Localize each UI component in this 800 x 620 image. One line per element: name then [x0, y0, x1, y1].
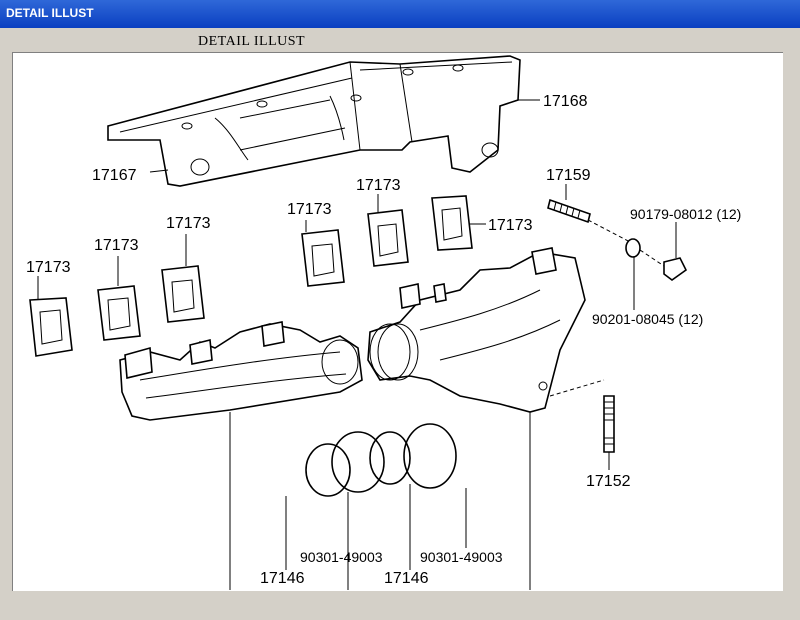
- gasket-2: [97, 285, 141, 341]
- label-17146-a: 17146: [260, 570, 305, 587]
- gasket-5: [367, 209, 409, 267]
- window-title: DETAIL ILLUST: [6, 6, 94, 20]
- label-90201: 90201-08045 (12): [592, 311, 703, 327]
- label-17173-b: 17173: [94, 237, 139, 254]
- heat-insulator: [107, 55, 521, 187]
- stud-17152: [603, 395, 615, 453]
- label-17173-a: 17173: [26, 259, 71, 276]
- diagram-caption: DETAIL ILLUST: [198, 34, 306, 49]
- nut-90179: [663, 257, 688, 281]
- gasket-1: [29, 297, 73, 357]
- label-90301-b: 90301-49003: [420, 549, 503, 565]
- gasket-6: [431, 195, 473, 251]
- label-90179: 90179-08012 (12): [630, 206, 741, 222]
- leader-lines: [37, 99, 677, 590]
- label-17167: 17167: [92, 167, 137, 184]
- ring-set: [305, 423, 457, 497]
- label-17173-d: 17173: [287, 201, 332, 218]
- label-17173-e: 17173: [356, 177, 401, 194]
- status-bar: [0, 604, 800, 620]
- label-17152: 17152: [586, 473, 631, 490]
- exhaust-manifold-rear: [367, 247, 586, 413]
- exhaust-manifold-front: [119, 321, 363, 421]
- label-90301-a: 90301-49003: [300, 549, 383, 565]
- label-17159: 17159: [546, 167, 591, 184]
- label-17173-c: 17173: [166, 215, 211, 232]
- washer-90201: [625, 238, 641, 258]
- label-17173-f: 17173: [488, 217, 533, 234]
- label-17146-b: 17146: [384, 570, 429, 587]
- gasket-4: [301, 229, 345, 287]
- stud-17159: [547, 198, 591, 224]
- gasket-3: [161, 265, 205, 323]
- label-17168: 17168: [543, 93, 588, 110]
- window-titlebar: DETAIL ILLUST: [0, 0, 800, 28]
